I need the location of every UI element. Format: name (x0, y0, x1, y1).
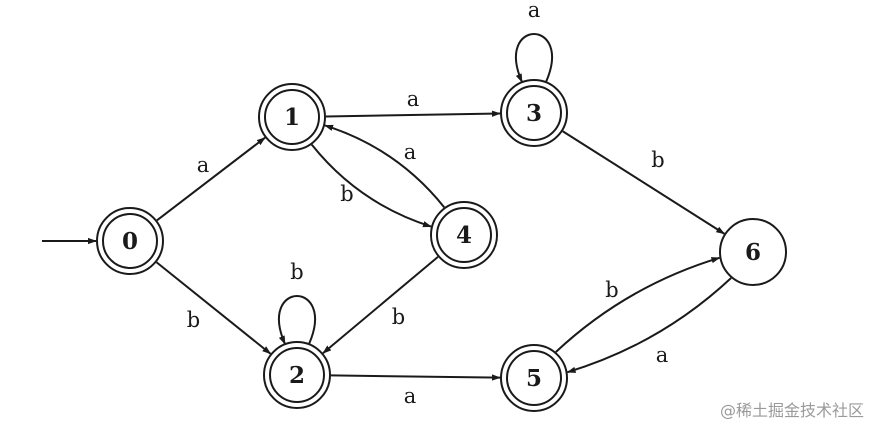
state-inner-circle (506, 85, 562, 141)
state-outer-circle (500, 79, 568, 147)
state-outer-circle (430, 201, 498, 269)
state-label-6: 6 (745, 239, 761, 266)
state-2: 2 (263, 341, 331, 409)
state-6: 6 (719, 218, 787, 286)
transition-2-2 (278, 295, 316, 345)
transition-0-1 (156, 136, 266, 222)
transition-label-0-2: b (187, 308, 200, 332)
state-inner-circle (506, 350, 562, 406)
transition-label-3-3: a (528, 0, 541, 22)
watermark-text: @稀土掘金技术社区 (719, 401, 864, 420)
transition-1-3 (325, 110, 501, 118)
transition-label-5-6: b (605, 278, 618, 302)
state-inner-circle (264, 89, 320, 145)
transition-label-4-1: a (404, 140, 417, 164)
transition-1-4 (310, 144, 432, 228)
state-4: 4 (430, 201, 498, 269)
transition-label-2-5: a (404, 384, 417, 408)
transition-2-5 (330, 374, 501, 381)
transition-label-0-1: a (197, 153, 210, 177)
transition-label-3-6: b (651, 148, 664, 172)
state-label-0: 0 (122, 228, 138, 255)
transition-4-2 (322, 256, 439, 354)
transition-label-4-2: b (392, 305, 405, 329)
state-5: 5 (500, 344, 568, 412)
state-inner-circle (269, 347, 325, 403)
state-label-1: 1 (284, 104, 300, 131)
state-1: 1 (258, 83, 326, 151)
state-outer-circle (96, 207, 164, 275)
state-outer-circle (258, 83, 326, 151)
transition-3-3 (515, 33, 553, 83)
state-label-4: 4 (456, 222, 472, 249)
transition-label-1-4: b (340, 182, 353, 206)
state-label-3: 3 (526, 100, 542, 127)
state-outer-circle (500, 344, 568, 412)
transition-3-6 (562, 130, 726, 235)
state-label-5: 5 (526, 365, 542, 392)
transition-label-2-2: b (290, 260, 303, 284)
transition-label-6-5: a (656, 343, 669, 367)
transition-0-2 (155, 261, 272, 355)
transition-6-5 (566, 277, 732, 374)
state-0: 0 (96, 207, 164, 275)
transition-5-6 (555, 256, 721, 353)
transition-4-1 (324, 124, 446, 208)
state-outer-circle (719, 218, 787, 286)
state-label-2: 2 (289, 362, 305, 389)
state-outer-circle (263, 341, 331, 409)
state-3: 3 (500, 79, 568, 147)
transition-label-1-3: a (407, 87, 420, 111)
state-inner-circle (436, 207, 492, 263)
state-inner-circle (102, 213, 158, 269)
